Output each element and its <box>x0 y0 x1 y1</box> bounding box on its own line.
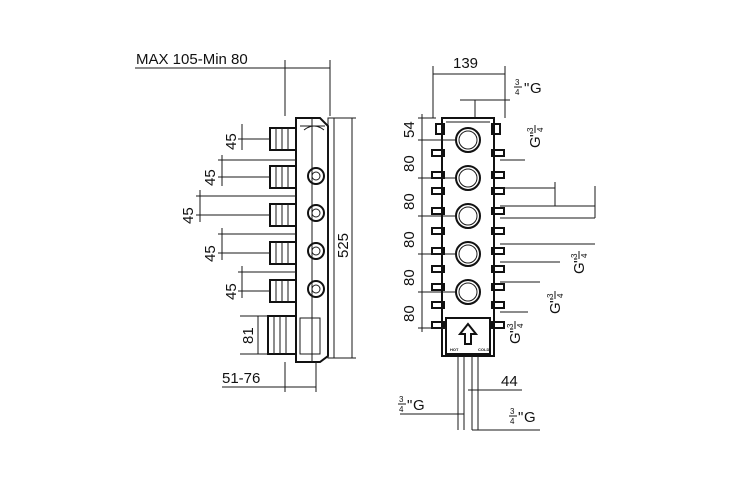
thread-label-r3: G " 3 4 <box>546 291 565 314</box>
width-label: 51-76 <box>222 370 260 387</box>
svg-text:G: G <box>524 409 536 426</box>
thread-label-r1: G " 3 4 <box>526 125 545 148</box>
height-label: 525 <box>335 233 352 258</box>
svg-text:G: G <box>530 80 542 97</box>
svg-text:3: 3 <box>510 407 515 416</box>
svg-text:3: 3 <box>399 395 404 404</box>
svg-text:3: 3 <box>546 293 555 298</box>
thread-label-r2: G " 3 4 <box>570 251 589 274</box>
svg-text:3: 3 <box>515 78 520 87</box>
side-body: 525 <box>267 117 356 363</box>
front-spacing-5: 80 <box>401 305 418 322</box>
svg-text:G: G <box>413 397 425 414</box>
front-spacing-2: 80 <box>401 193 418 210</box>
svg-text:G: G <box>507 332 524 344</box>
side-knobs <box>303 125 325 298</box>
front-spacing-4: 80 <box>401 269 418 286</box>
thread-label-br: 3 4 " G <box>509 407 536 426</box>
svg-text:": " <box>507 328 524 333</box>
side-view: MAX 105-Min 80 525 <box>135 51 356 392</box>
front-spacing-1: 80 <box>401 155 418 172</box>
svg-text:G: G <box>527 136 544 148</box>
svg-text:4: 4 <box>399 405 404 414</box>
side-spacing-dims: 45 45 45 45 45 81 <box>180 124 296 355</box>
outlet-leaders <box>500 159 596 313</box>
svg-text:": " <box>547 298 564 303</box>
bottom-offset-label: 44 <box>501 373 518 390</box>
svg-text:4: 4 <box>515 88 520 97</box>
svg-text:3: 3 <box>526 127 535 132</box>
svg-text:3: 3 <box>570 253 579 258</box>
svg-text:HOT: HOT <box>450 347 459 352</box>
svg-text:": " <box>518 409 523 426</box>
svg-text:G: G <box>571 262 588 274</box>
spacing-label-5: 45 <box>223 283 240 300</box>
thread-label-bl: 3 4 " G <box>398 395 425 414</box>
svg-text:": " <box>571 258 588 263</box>
svg-text:": " <box>524 80 529 97</box>
svg-text:COLD: COLD <box>478 347 489 352</box>
bottom-label: 81 <box>240 327 257 344</box>
svg-text:": " <box>407 397 412 414</box>
spacing-label-2: 45 <box>202 169 219 186</box>
spacing-label-3: 45 <box>180 207 197 224</box>
svg-text:": " <box>527 132 544 137</box>
svg-text:G: G <box>547 302 564 314</box>
svg-text:4: 4 <box>580 253 589 258</box>
svg-text:4: 4 <box>516 323 525 328</box>
spacing-label-1: 45 <box>223 133 240 150</box>
svg-text:4: 4 <box>556 293 565 298</box>
width-label-139: 139 <box>453 55 478 72</box>
depth-label: MAX 105-Min 80 <box>136 51 248 68</box>
spacing-label-4: 45 <box>202 245 219 262</box>
top-label-54: 54 <box>401 121 418 138</box>
front-spacing-3: 80 <box>401 231 418 248</box>
svg-text:4: 4 <box>510 417 515 426</box>
thread-label-top: 3 4 " G <box>514 78 542 97</box>
svg-text:3: 3 <box>506 323 515 328</box>
mixer-box: HOT COLD <box>445 317 491 355</box>
svg-text:4: 4 <box>536 127 545 132</box>
front-view: 139 3 4 " G <box>398 55 596 431</box>
thread-label-r4: G " 3 4 <box>506 321 525 344</box>
front-body: HOT COLD <box>431 117 505 430</box>
front-valves <box>455 127 481 305</box>
front-spacing-dims: 54 80 80 80 80 80 <box>401 114 456 332</box>
